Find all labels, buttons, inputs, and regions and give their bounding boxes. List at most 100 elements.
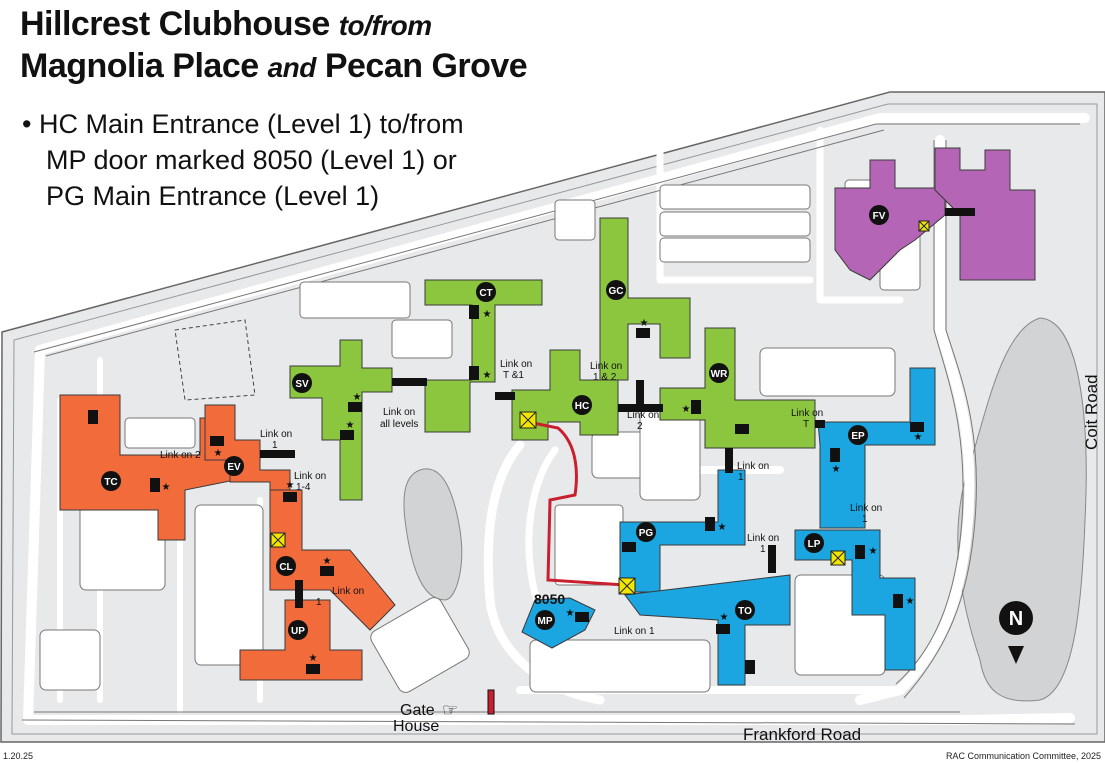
link-label-1-4a: Link on <box>294 471 326 482</box>
label-gc: GC <box>606 280 626 300</box>
link-label-t1-a: Link on <box>500 359 532 370</box>
label-wr-text: WR <box>711 369 728 380</box>
link-label-lp1-b: 1 <box>760 544 766 555</box>
label-sv: SV <box>292 373 312 393</box>
link-label-t-b: T <box>803 419 809 430</box>
bullet-mark: • <box>22 109 32 139</box>
compass-circle <box>999 601 1033 635</box>
label-hc: HC <box>572 395 592 415</box>
elevator-pg <box>618 577 636 595</box>
compass-letter: N <box>1009 608 1023 630</box>
door-8050-label: 8050 <box>534 591 565 607</box>
svg-text:★: ★ <box>718 522 727 533</box>
svg-text:★: ★ <box>483 370 492 381</box>
svg-text:★: ★ <box>906 596 915 607</box>
building-mp <box>521 597 596 649</box>
building-cl <box>269 489 396 631</box>
svg-text:★: ★ <box>286 480 295 491</box>
elevator-fv <box>918 220 930 232</box>
frankford-road-label: Frankford Road <box>743 725 861 744</box>
label-lp: LP <box>804 533 824 553</box>
label-to: TO <box>735 600 755 620</box>
label-fv: FV <box>869 205 889 225</box>
link-label-ep1-b: 1 <box>862 514 868 525</box>
title-and: and <box>267 52 317 83</box>
link-label-cl1-b: 1 <box>316 597 322 608</box>
label-ev: EV <box>224 456 244 476</box>
link-label-ep1-a: Link on <box>850 503 882 514</box>
link-label-mp1: Link on 1 <box>614 626 655 637</box>
planned-area <box>174 319 256 401</box>
road-edges <box>21 123 1080 725</box>
gate-barrier <box>487 689 495 715</box>
label-up-text: UP <box>291 626 305 637</box>
link-label-t1-b: T &1 <box>503 370 524 381</box>
label-sv-text: SV <box>295 379 309 390</box>
building-sv <box>289 339 393 501</box>
building-gc <box>599 217 691 381</box>
north-arrow-icon <box>1008 646 1024 664</box>
elevator-cl <box>270 532 286 548</box>
label-pg: PG <box>636 522 656 542</box>
route-line-1: • HC Main Entrance (Level 1) to/from <box>22 106 464 142</box>
building-labels: CT SV HC GC WR FV TC EV CL UP EP PG LP T… <box>101 205 889 640</box>
page-title-line2: Magnolia Place and Pecan Grove <box>20 46 528 88</box>
green-buildings <box>289 217 816 501</box>
label-mp-text: MP <box>538 616 553 627</box>
footer-date: 1.20.25 <box>3 751 34 761</box>
svg-text:★: ★ <box>682 404 691 415</box>
purple-buildings <box>834 147 1036 281</box>
gate-house-line2: House <box>393 718 439 735</box>
svg-text:★: ★ <box>832 464 841 475</box>
elevators <box>270 220 930 595</box>
svg-text:★: ★ <box>323 556 332 567</box>
route-description: • HC Main Entrance (Level 1) to/from MP … <box>22 106 464 214</box>
link-label-all-a: Link on <box>383 407 415 418</box>
link-label-ev-1b: 1 <box>272 440 278 451</box>
gate-house-line1: Gate <box>400 702 435 719</box>
elevator-hc <box>519 411 537 429</box>
route-line-1-text: HC Main Entrance (Level 1) to/from <box>38 109 464 139</box>
title-pecan: Pecan Grove <box>324 47 528 85</box>
svg-text:★: ★ <box>346 420 355 431</box>
building-hc <box>511 349 619 441</box>
gate-house: Gate House ☞ <box>393 689 495 735</box>
pointing-hand-icon: ☞ <box>442 700 458 720</box>
svg-text:★: ★ <box>353 392 362 403</box>
lake-east <box>957 317 1087 702</box>
label-tc: TC <box>101 471 121 491</box>
label-fv-text: FV <box>873 211 886 222</box>
label-ct: CT <box>476 282 496 302</box>
label-hc-text: HC <box>575 401 589 412</box>
building-fv-west <box>834 159 946 281</box>
label-ct-text: CT <box>479 288 492 299</box>
stair-markers: ★★ ★★ ★★ ★★ ★★ ★★ ★★ ★★ ★★ <box>88 305 924 674</box>
link-label-ev-2: Link on 2 <box>160 450 201 461</box>
coit-road-label: Coit Road <box>1082 374 1101 450</box>
svg-text:★: ★ <box>214 448 223 459</box>
label-tc-text: TC <box>104 477 117 488</box>
label-ep-text: EP <box>851 431 865 442</box>
campus-ground-inner <box>11 103 1098 735</box>
link-label-hc2-a: Link on <box>627 410 659 421</box>
label-cl: CL <box>276 556 296 576</box>
compass: N <box>999 601 1033 664</box>
footer-credit: RAC Communication Committee, 2025 <box>945 751 1101 761</box>
title-magnolia: Magnolia Place <box>20 47 259 85</box>
route-line-2: MP door marked 8050 (Level 1) or <box>46 145 457 175</box>
svg-text:★: ★ <box>483 309 492 320</box>
svg-text:★: ★ <box>914 432 923 443</box>
label-gc-text: GC <box>609 286 624 297</box>
label-lp-text: LP <box>808 539 821 550</box>
label-cl-text: CL <box>279 562 292 573</box>
link-label-all-b: all levels <box>380 419 418 430</box>
title-to-from: to/from <box>338 10 432 41</box>
link-label-wr1-b: 1 <box>738 472 744 483</box>
link-label-1-4b: 1-4 <box>296 482 311 493</box>
page-title-line1: Hillcrest Clubhouse to/from <box>20 4 432 46</box>
label-mp: MP <box>535 610 555 630</box>
link-labels: Link on 2 Link on 1 Link on 1-4 Link on … <box>160 359 882 637</box>
svg-text:★: ★ <box>309 653 318 664</box>
link-label-wr1-a: Link on <box>737 461 769 472</box>
